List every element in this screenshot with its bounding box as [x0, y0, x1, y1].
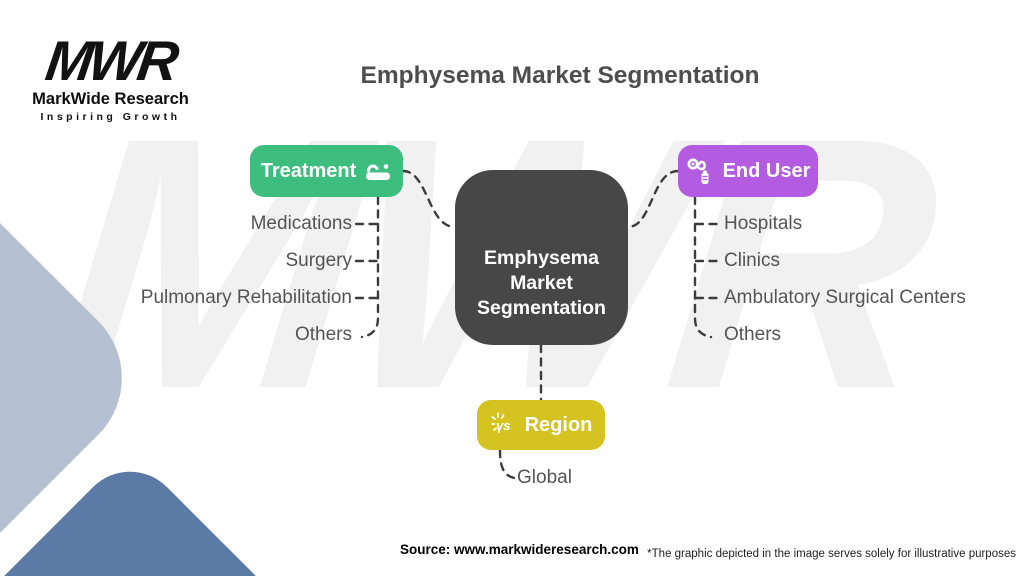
connector-region-global [498, 448, 516, 480]
end-user-badge: End User [678, 145, 818, 197]
logo-mark: MWR [42, 29, 179, 92]
treatment-badge: Treatment [250, 145, 403, 197]
logo-tagline: Inspiring Growth [40, 111, 181, 124]
treatment-item-medications: Medications [250, 213, 352, 234]
end-user-item-clinics: Clinics [724, 250, 780, 271]
treatment-badge-label: Treatment [260, 159, 357, 182]
treatment-item-surgery: Surgery [285, 250, 352, 271]
svg-text:vs: vs [496, 418, 510, 433]
vs-icon: vs [490, 412, 516, 438]
logo: MWR MarkWide Research Inspiring Growth [28, 29, 193, 124]
page-title: Emphysema Market Segmentation [360, 62, 760, 89]
bed-icon [365, 160, 392, 183]
stethoscope-icon [686, 156, 714, 186]
center-node: Emphysema Market Segmentation [455, 170, 628, 345]
region-badge-label: Region [524, 413, 593, 436]
connector-enduser-center [626, 169, 680, 229]
disclaimer-text: *The graphic depicted in the image serve… [647, 548, 1016, 560]
end-user-item-others: Others [724, 324, 782, 345]
logo-name: MarkWide Research [32, 90, 189, 109]
region-item-global: Global [517, 467, 572, 488]
treatment-item-pulmonary-rehabilitation: Pulmonary Rehabilitation [140, 287, 352, 308]
connector-enduser-stem [693, 195, 713, 339]
connector-treatment-center [401, 169, 457, 229]
connector-treatment-stem [360, 195, 380, 339]
end-user-item-ambulatory-surgical-centers: Ambulatory Surgical Centers [724, 287, 966, 308]
treatment-item-others: Others [294, 324, 352, 345]
end-user-item-hospitals: Hospitals [724, 213, 803, 234]
region-badge: vs Region [477, 400, 605, 450]
source-text: Source: www.markwideresearch.com [400, 542, 639, 557]
end-user-badge-label: End User [722, 159, 811, 182]
